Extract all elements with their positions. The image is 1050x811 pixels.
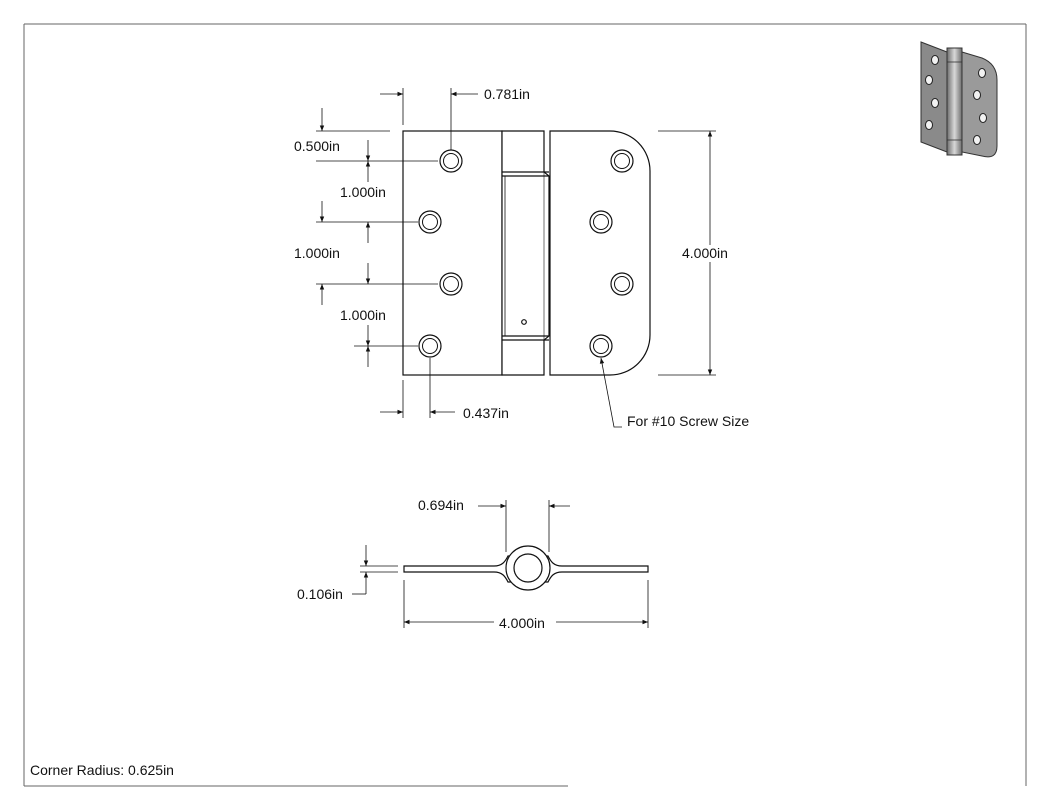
sheet-border — [23, 23, 1027, 787]
dim-knuckle-width: 0.694in — [418, 497, 464, 513]
spring-adjust-hole — [521, 319, 527, 325]
iso-right-leaf — [961, 51, 998, 158]
dim-hole-spacing-3: 1.000in — [340, 307, 386, 323]
right-leaf — [549, 130, 651, 376]
screw-hole — [610, 272, 634, 296]
screw-hole — [439, 149, 463, 173]
screw-hole — [418, 334, 442, 358]
screw-hole — [439, 272, 463, 296]
dim-hole-edge-offset: 0.437in — [463, 405, 509, 421]
hinge-top-view — [403, 545, 649, 591]
screw-hole — [610, 149, 634, 173]
dim-hole-spacing-1: 1.000in — [340, 184, 386, 200]
knuckle-inner — [513, 553, 543, 583]
front-view-dimension-lines — [316, 88, 716, 428]
iso-knuckle — [946, 47, 963, 156]
dim-leaf-height: 4.000in — [682, 245, 728, 261]
dim-hole-inset-top: 0.781in — [484, 86, 530, 102]
dim-hole-spacing-2: 1.000in — [294, 245, 340, 261]
dim-leaf-thickness: 0.106in — [297, 586, 343, 602]
screw-hole — [589, 334, 613, 358]
dim-open-width: 4.000in — [499, 615, 545, 631]
knuckle-outline — [501, 130, 550, 376]
screw-hole — [589, 210, 613, 234]
hinge-isometric-thumbnail — [920, 41, 998, 158]
top-view-dimension-lines — [352, 500, 649, 628]
screw-hole — [418, 210, 442, 234]
screw-size-callout: For #10 Screw Size — [627, 413, 749, 429]
iso-screw-holes — [925, 55, 987, 145]
screw-holes — [418, 149, 634, 358]
corner-radius-note: Corner Radius: 0.625in — [30, 762, 174, 778]
dim-first-hole-offset: 0.500in — [294, 138, 340, 154]
